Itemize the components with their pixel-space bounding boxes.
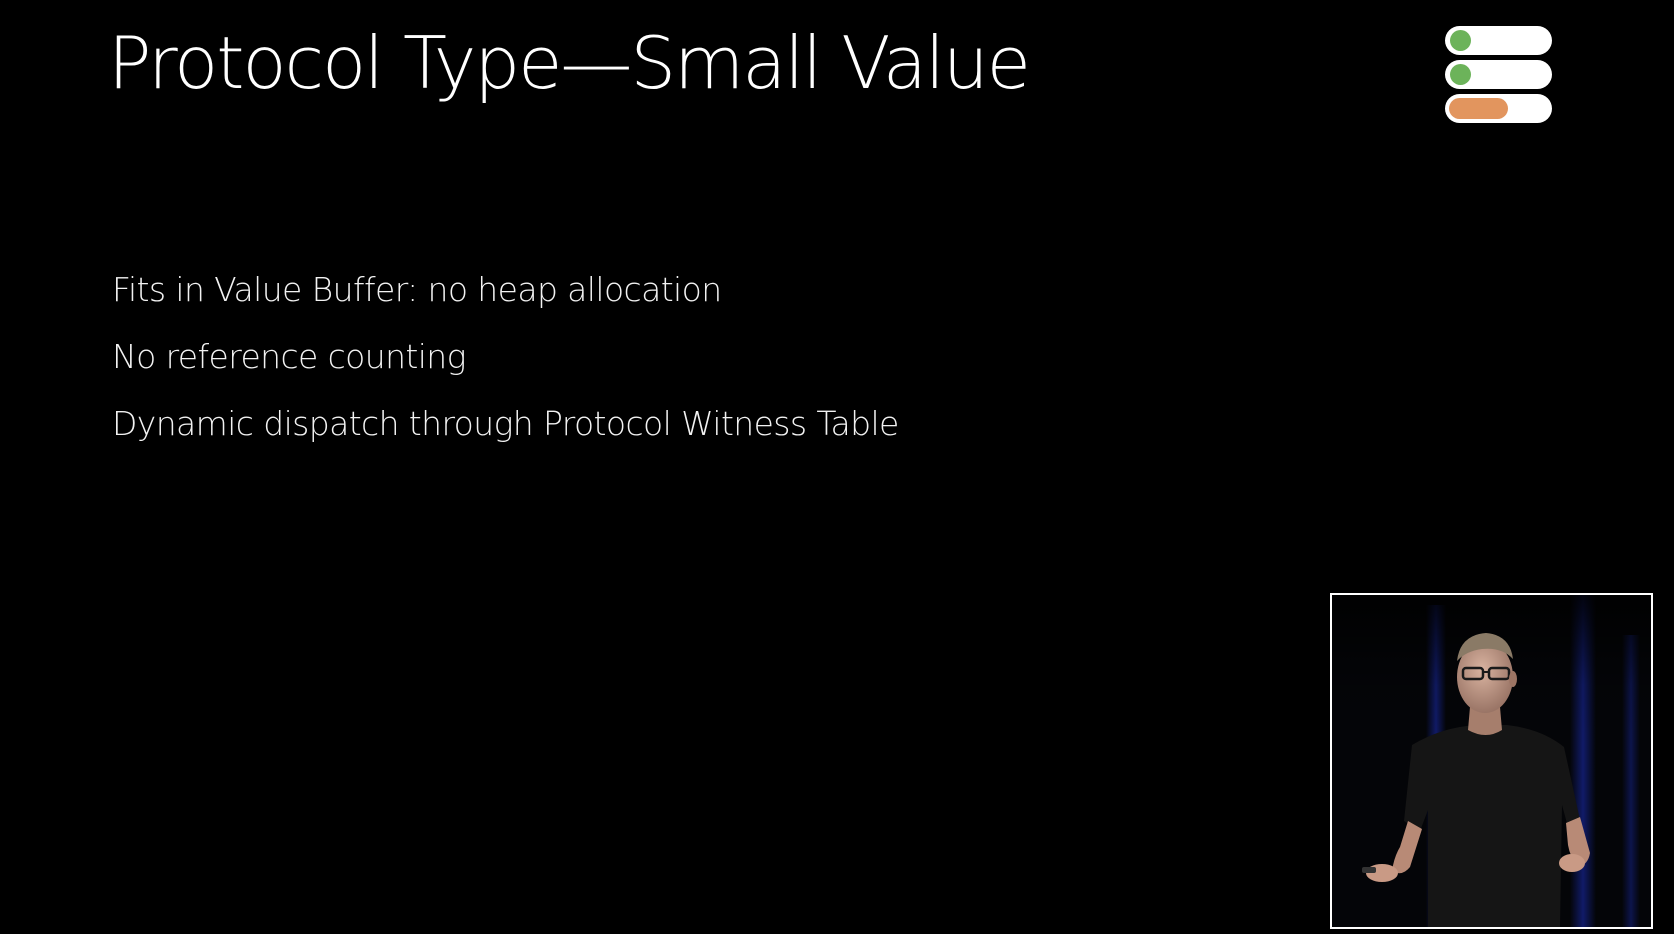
slide-title: Protocol Type—Small Value	[108, 21, 1031, 105]
bullet-list: Fits in Value Buffer: no heap allocation…	[112, 256, 899, 457]
status-dot-icon	[1450, 30, 1471, 51]
bullet-item: No reference counting	[112, 337, 466, 376]
presenter-image	[1332, 595, 1651, 927]
indicator-row	[1445, 26, 1552, 55]
indicator-row	[1445, 60, 1552, 89]
indicator-row	[1445, 94, 1552, 123]
bullet-item: Dynamic dispatch through Protocol Witnes…	[112, 404, 899, 443]
presenter-video	[1330, 593, 1653, 929]
performance-indicator	[1445, 26, 1552, 126]
bullet-item: Fits in Value Buffer: no heap allocation	[112, 270, 722, 309]
status-dot-icon	[1450, 64, 1471, 85]
status-bar-fill	[1449, 98, 1508, 119]
